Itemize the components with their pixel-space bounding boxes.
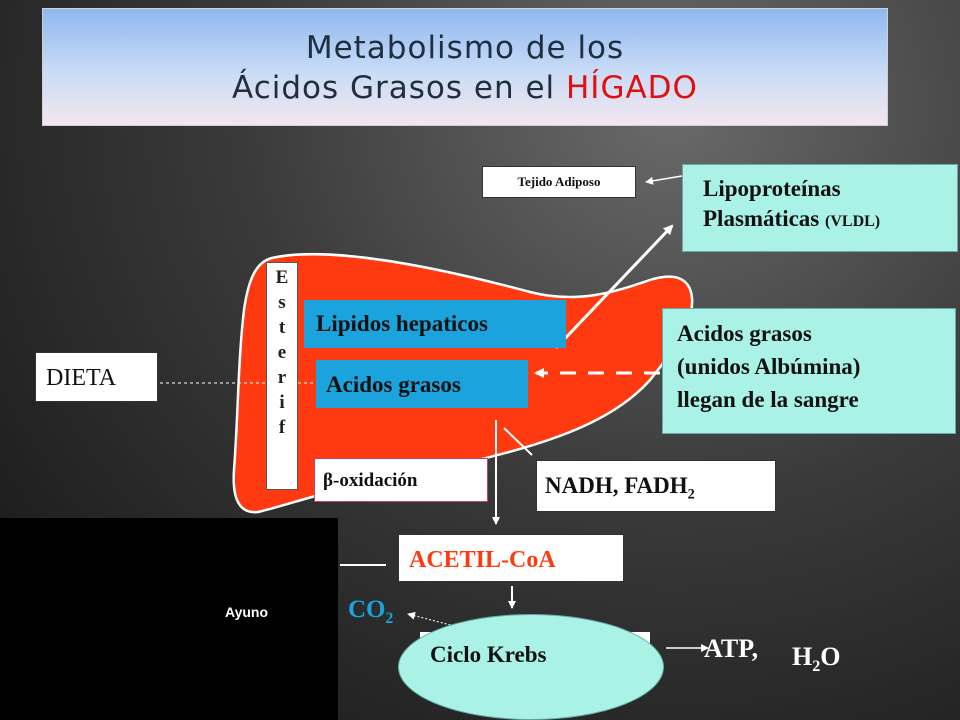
ester-letter: t (278, 317, 286, 338)
arrow-to-tejido (645, 175, 683, 185)
ester-letter: r (277, 367, 287, 388)
ester-letter: e (277, 342, 287, 363)
ester-letter: f (278, 417, 286, 438)
lipidos-hepaticos-label: Lipidos hepaticos (316, 311, 488, 336)
dieta-label: DIETA (46, 365, 117, 391)
co2-subscript: 2 (385, 610, 394, 627)
title-line-2: Ácidos Grasos en el HÍGADO (43, 68, 887, 108)
ciclo-krebs-ellipse (398, 614, 664, 720)
title-line-2-prefix: Ácidos Grasos en el (232, 70, 566, 106)
lipidos-hepaticos-box: Lipidos hepaticos (304, 300, 566, 348)
h2o-label: H2O (792, 642, 841, 676)
acetil-coa-label: ACETIL-CoA (409, 547, 556, 573)
ester-letter: s (278, 292, 286, 313)
nadh-label: NADH, FADH (545, 473, 688, 498)
acetil-coa-box: ACETIL-CoA (398, 534, 624, 582)
tejido-adiposo-label: Tejido Adiposo (517, 174, 601, 189)
ester-letter: E (275, 267, 289, 288)
albumina-line2: (unidos Albúmina) (677, 354, 861, 379)
arrow-to-lipoproteinas (554, 224, 674, 350)
dieta-box: DIETA (35, 352, 158, 402)
ester-letter: i (279, 392, 285, 413)
co2-text: CO (348, 596, 386, 623)
title-box: Metabolismo de los Ácidos Grasos en el H… (42, 8, 888, 126)
arrow-to-nadh (503, 427, 533, 456)
h2o-o: O (820, 642, 841, 671)
h2o-h: H (792, 642, 813, 671)
beta-symbol: β (323, 470, 334, 491)
acidos-grasos-box: Acidos grasos (316, 360, 528, 408)
albumina-line3: llegan de la sangre (677, 387, 859, 412)
albumina-box: Acidos grasos (unidos Albúmina) llegan d… (662, 308, 956, 434)
h2o-subscript: 2 (812, 658, 821, 676)
lipoproteinas-box: Lipoproteínas Plasmáticas (VLDL) (682, 164, 958, 252)
esterificacion-box: E s t e r i f (266, 262, 298, 490)
title-highlight: HÍGADO (566, 70, 698, 106)
nadh-box: NADH, FADH2 (536, 460, 776, 512)
ayuno-label: Ayuno (225, 604, 269, 620)
title-line-1: Metabolismo de los (305, 30, 625, 66)
albumina-line1: Acidos grasos (677, 321, 812, 346)
ayuno-panel (0, 518, 338, 720)
lipoproteinas-line1: Lipoproteínas (703, 176, 841, 201)
atp-label: ATP, (704, 634, 759, 663)
beta-oxidacion-box: β-oxidación (314, 458, 488, 502)
lipoproteinas-line2: Plasmáticas (VLDL) (703, 204, 957, 237)
nadh-subscript: 2 (687, 486, 695, 503)
beta-oxidacion-label: -oxidación (333, 470, 418, 491)
ciclo-krebs-label: Ciclo Krebs (430, 642, 547, 667)
lipoproteinas-plasmaticas: Plasmáticas (703, 206, 820, 231)
tejido-adiposo-box: Tejido Adiposo (482, 166, 636, 198)
co2-label: CO2 (348, 596, 393, 628)
vldl-label: (VLDL) (825, 213, 881, 230)
acidos-grasos-label: Acidos grasos (326, 372, 461, 397)
